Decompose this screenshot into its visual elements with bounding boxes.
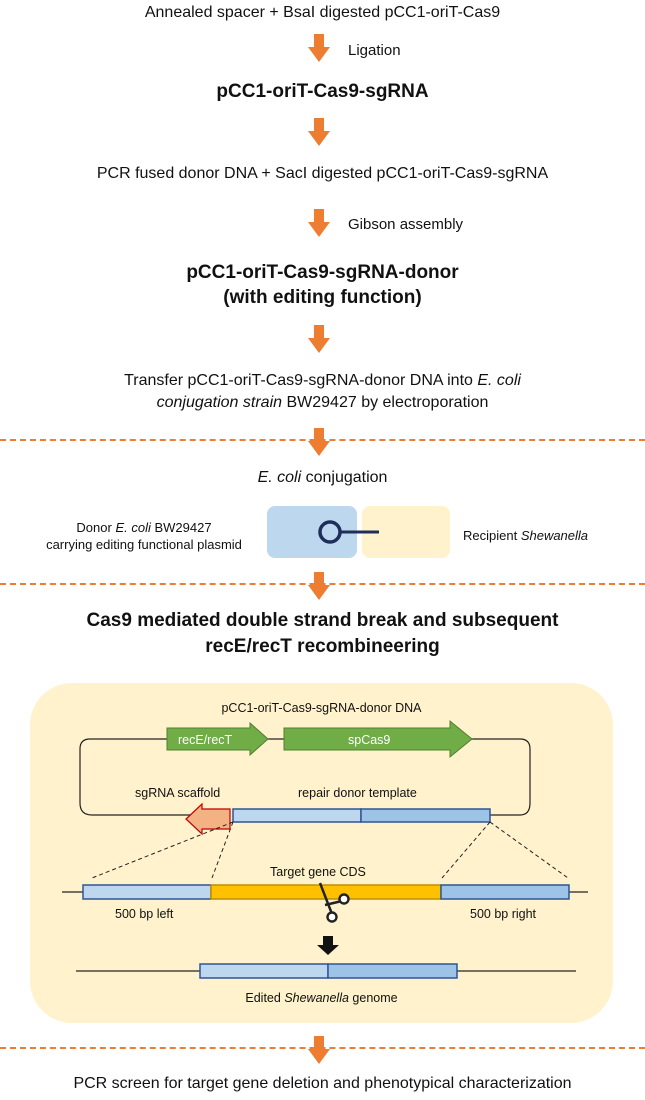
recombineering-panel: pCC1-oriT-Cas9-sgRNA-donor DNA recE/recT… (30, 683, 613, 1023)
plasmid-backbone-left (79, 738, 198, 816)
flow-arrow-icon (308, 1036, 330, 1064)
mapping-line (489, 821, 569, 879)
flow-arrow-icon (308, 428, 330, 456)
rece-rect-label: recE/recT (178, 733, 233, 747)
edited-left-homology (199, 963, 329, 979)
mechanism-title-line2: recE/recT recombineering (205, 636, 440, 657)
final-step: PCR screen for target gene deletion and … (73, 1075, 572, 1092)
step-donor-plasmid: pCC1-oriT-Cas9-sgRNA-donor (186, 262, 459, 283)
plasmid-backbone-right (470, 738, 531, 816)
repair-template-label: repair donor template (298, 786, 417, 800)
step-sgrna-plasmid: pCC1-oriT-Cas9-sgRNA (216, 81, 429, 102)
flow-arrow-icon (308, 572, 330, 600)
step-editing-function: (with editing function) (223, 287, 422, 308)
step-pcr-fused-donor: PCR fused donor DNA + SacI digested pCC1… (96, 165, 549, 182)
flow-arrow-icon (308, 118, 330, 146)
step-annealed-spacer: Annealed spacer + BsaI digested pCC1-ori… (144, 4, 501, 21)
left-arm-label: 500 bp left (115, 907, 174, 921)
donor-right-homology (360, 808, 491, 823)
target-gene-label: Target gene CDS (270, 865, 366, 879)
flow-arrow-icon (308, 209, 330, 237)
flow-arrow-icon (308, 325, 330, 353)
donor-label-line1: Donor E. coli BW29427 (76, 520, 212, 535)
spcas9-label: spCas9 (348, 733, 391, 747)
donor-label-line2: carrying editing functional plasmid (46, 537, 242, 552)
mechanism-title-line1: Cas9 mediated double strand break and su… (86, 610, 559, 631)
ligation-label: Ligation (348, 42, 401, 59)
flow-arrow-icon (308, 34, 330, 62)
mapping-line (211, 821, 234, 879)
conjugation-title: E. coli conjugation (257, 469, 388, 486)
recipient-label: Recipient Shewanella (463, 528, 589, 543)
right-arm-label: 500 bp right (470, 907, 537, 921)
down-arrow-icon (317, 936, 339, 955)
step-transfer-line1: Transfer pCC1-oriT-Cas9-sgRNA-donor DNA … (124, 372, 521, 389)
recombineering-diagram (62, 719, 588, 979)
edited-right-homology (327, 963, 458, 979)
donor-left-homology (232, 808, 362, 823)
genome-left-homology (82, 884, 212, 900)
gibson-label: Gibson assembly (348, 216, 464, 233)
spcas9-gene (283, 719, 473, 759)
mapping-line (91, 821, 234, 879)
rece-rect-gene (166, 721, 269, 757)
plasmid-icon (318, 520, 379, 544)
scissors-icon (318, 882, 350, 923)
mapping-line (441, 821, 491, 879)
step-transfer-line2: conjugation strain BW29427 by electropor… (156, 394, 489, 411)
plasmid-label: pCC1-oriT-Cas9-sgRNA-donor DNA (221, 701, 422, 715)
genome-right-homology (440, 884, 570, 900)
sgrna-scaffold-label: sgRNA scaffold (135, 786, 221, 800)
edited-genome-label: Edited Shewanella genome (245, 991, 398, 1005)
sgrna-scaffold-gene (185, 802, 231, 836)
